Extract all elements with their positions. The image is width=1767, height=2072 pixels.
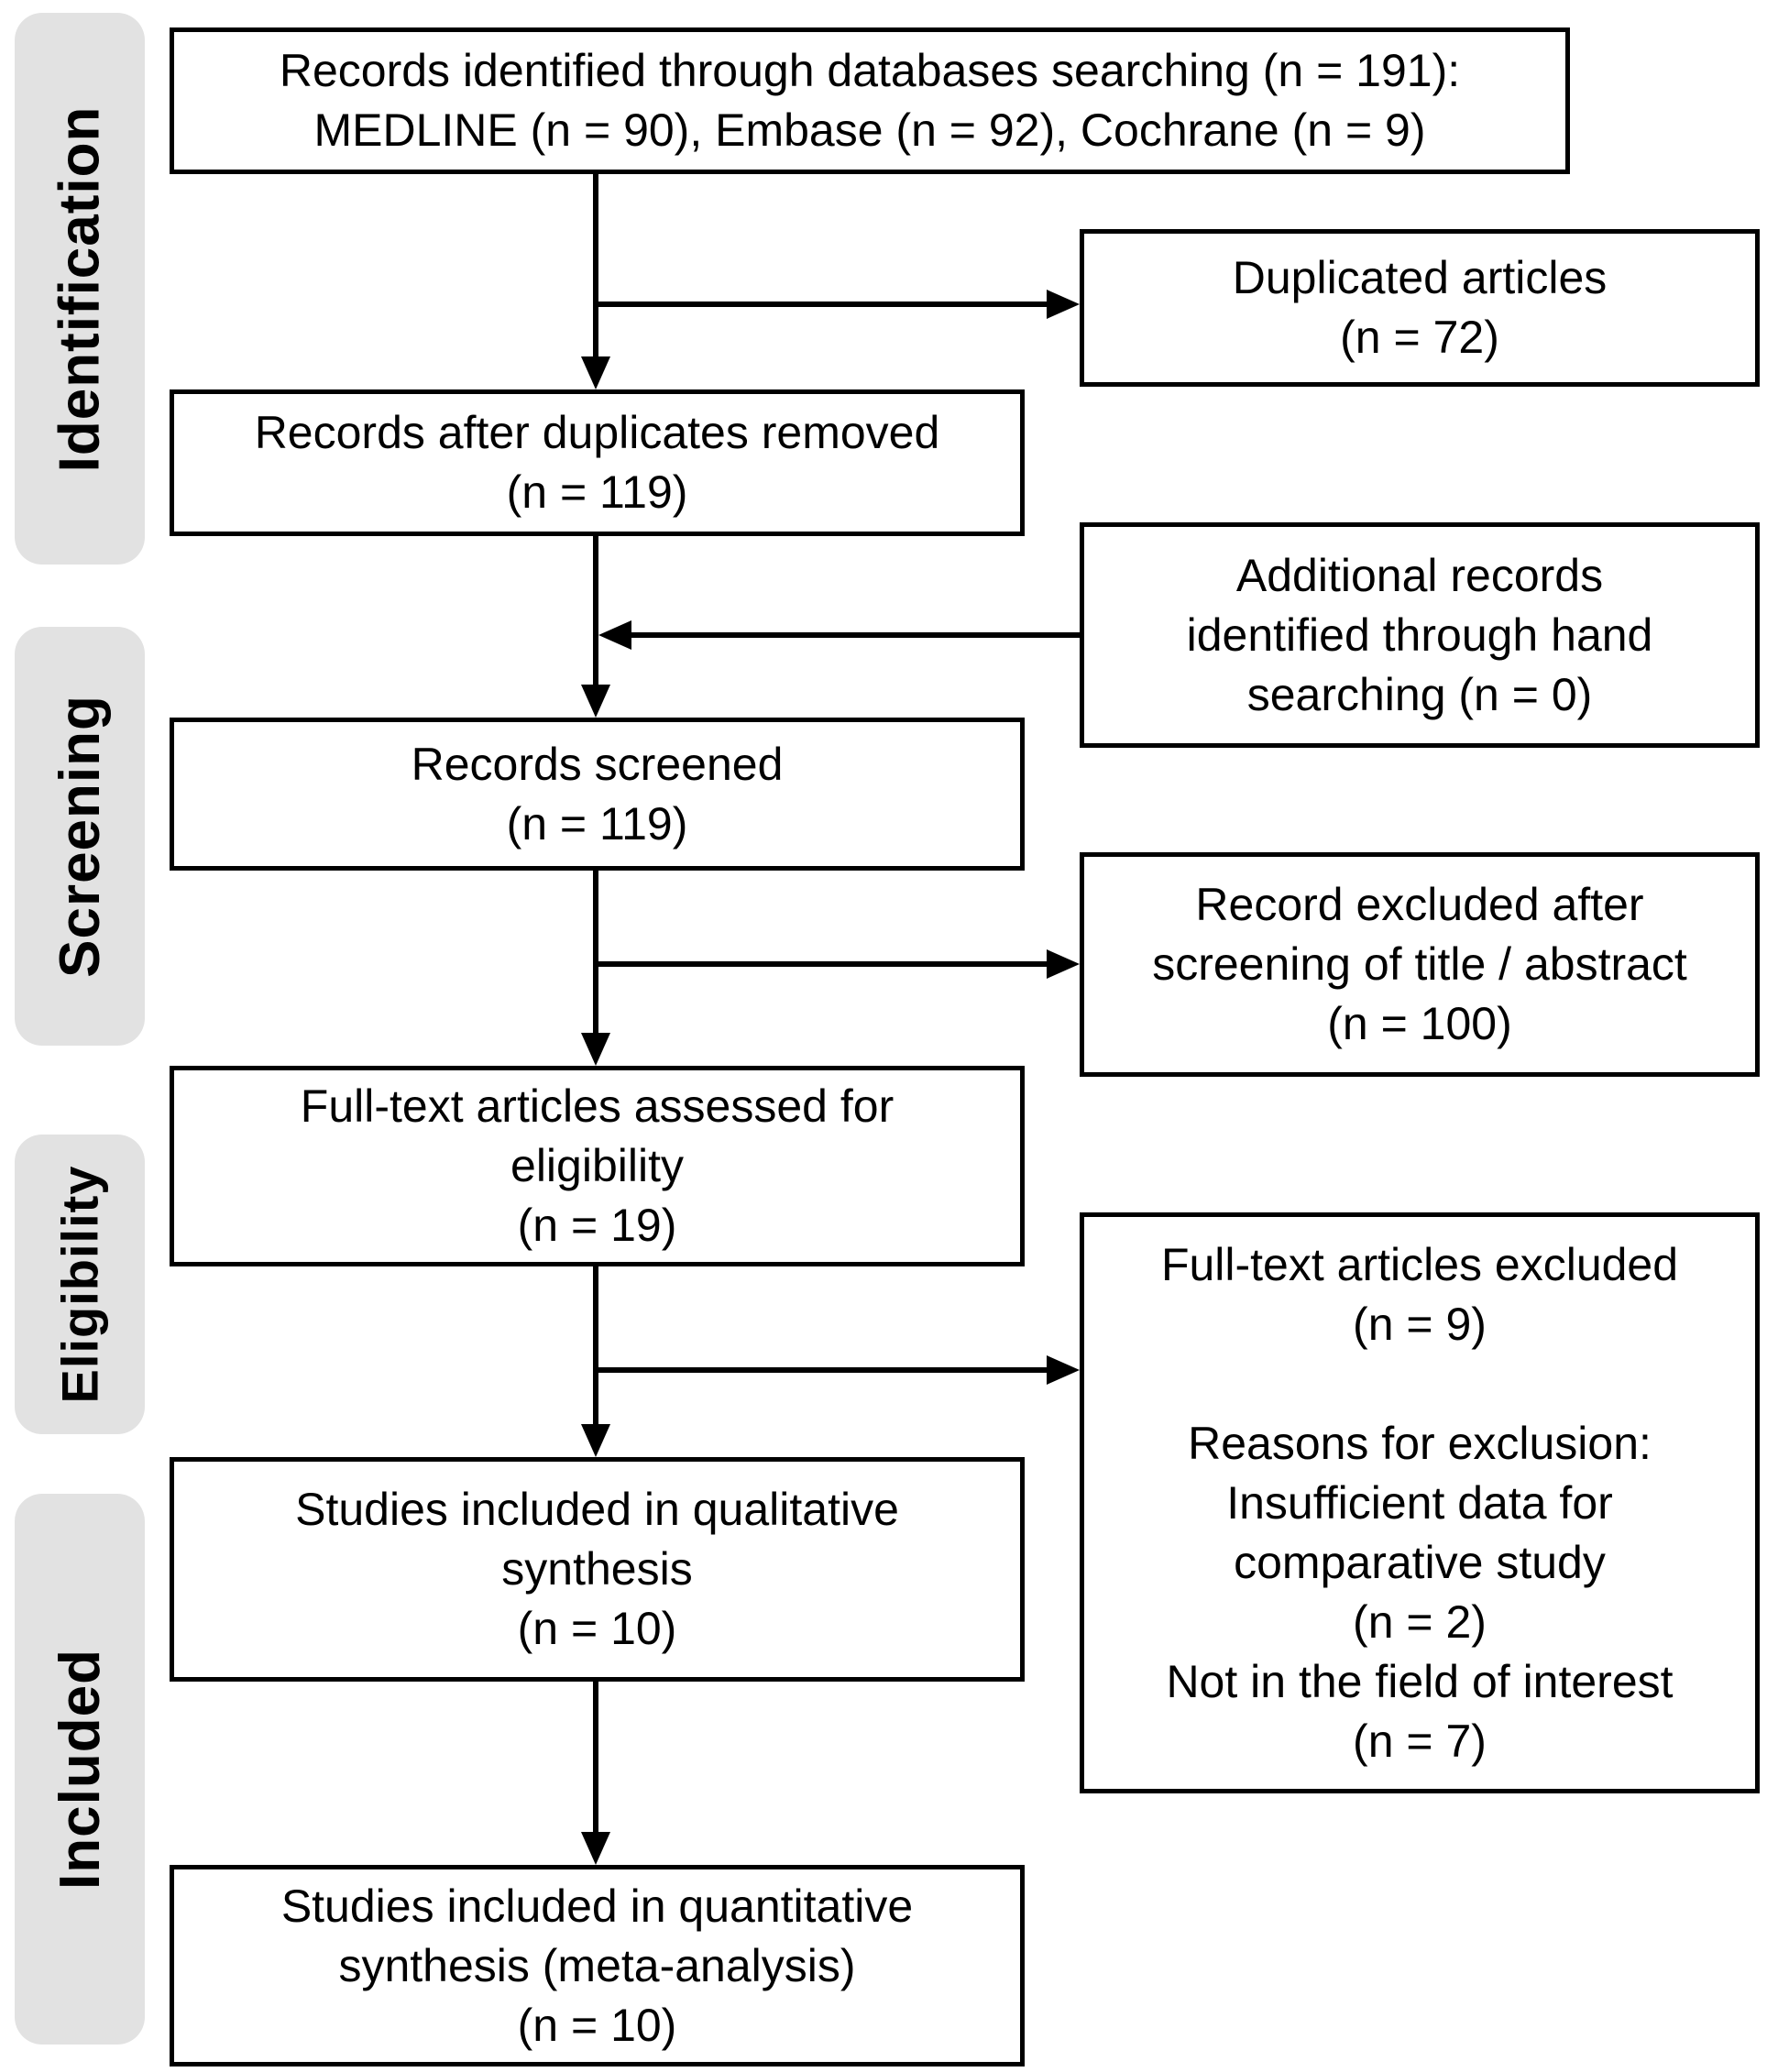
box-title-abstract-excluded: Record excluded after screening of title… [1080,852,1760,1077]
box-quantitative-synthesis: Studies included in quantitative synthes… [170,1865,1025,2067]
stage-screening: Screening [15,627,145,1046]
arrow-right-icon [1047,290,1080,319]
box-qualitative-synthesis-text: Studies included in qualitative synthesi… [295,1484,899,1654]
arrow-down-icon [581,1832,610,1865]
box-records-screened: Records screened (n = 119) [170,718,1025,871]
box-records-screened-text: Records screened (n = 119) [411,738,784,850]
stage-included-label: Included [48,1649,112,1890]
box-quantitative-synthesis-text: Studies included in quantitative synthes… [280,1880,914,2051]
box-qualitative-synthesis: Studies included in qualitative synthesi… [170,1457,1025,1682]
arrow-left-icon [598,620,631,650]
arrow-down-icon [581,356,610,389]
stage-identification-label: Identification [48,105,112,472]
box-records-identified-text: Records identified through databases sea… [279,45,1461,156]
box-fulltext-assessed-text: Full-text articles assessed for eligibil… [300,1080,894,1251]
flow-line-screened-to-assessed [593,871,598,1033]
flow-line-qualitative-to-quantitative [593,1682,598,1832]
box-fulltext-excluded-text: Full-text articles excluded (n = 9) Reas… [1160,1238,1679,1767]
box-duplicated-articles: Duplicated articles (n = 72) [1080,229,1760,387]
box-fulltext-assessed: Full-text articles assessed for eligibil… [170,1066,1025,1266]
arrow-down-icon [581,1424,610,1457]
flow-line-assessed-to-qualitative [593,1266,598,1424]
stage-included: Included [15,1494,145,2045]
arrow-right-icon [1047,949,1080,979]
branch-line-to-title-abstract-excluded [598,961,1047,967]
branch-line-to-fulltext-excluded [598,1367,1047,1373]
flow-line-after-duplicates-to-screened [593,536,598,685]
box-duplicated-articles-text: Duplicated articles (n = 72) [1232,252,1608,363]
box-title-abstract-excluded-text: Record excluded after screening of title… [1152,879,1687,1049]
box-hand-search-text: Additional records identified through ha… [1186,549,1653,720]
branch-line-to-duplicated [598,301,1047,307]
box-records-identified: Records identified through databases sea… [170,27,1570,174]
arrow-down-icon [581,1033,610,1066]
stage-eligibility-label: Eligibility [50,1165,109,1404]
box-fulltext-excluded: Full-text articles excluded (n = 9) Reas… [1080,1212,1760,1793]
stage-eligibility: Eligibility [15,1135,145,1434]
box-records-after-duplicates: Records after duplicates removed (n = 11… [170,389,1025,536]
box-hand-search: Additional records identified through ha… [1080,522,1760,748]
stage-screening-label: Screening [48,695,112,978]
flow-line-identified-to-after-duplicates [593,174,598,356]
arrow-down-icon [581,685,610,718]
stage-identification: Identification [15,13,145,565]
arrow-right-icon [1047,1355,1080,1385]
box-records-after-duplicates-text: Records after duplicates removed (n = 11… [254,407,940,518]
branch-line-from-hand-search [631,632,1080,638]
